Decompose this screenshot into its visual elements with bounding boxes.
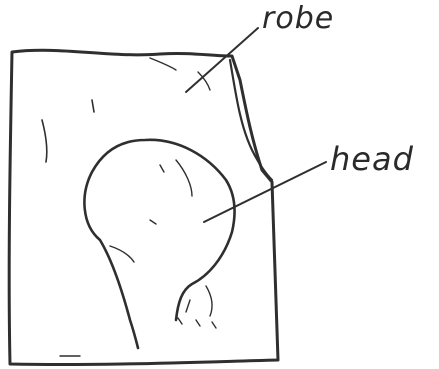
head-outline — [84, 140, 234, 348]
head-shading-stroke — [206, 286, 212, 316]
head-label: head — [330, 143, 414, 175]
head-shading-stroke — [150, 220, 156, 224]
head-shading-stroke — [176, 160, 192, 196]
robe-texture-stroke — [92, 100, 94, 112]
head-shading-stroke — [160, 165, 164, 172]
head-shading-stroke — [186, 300, 190, 312]
head-shading-stroke — [110, 246, 134, 262]
robe-fold-line — [230, 60, 272, 180]
robe-outline — [9, 50, 278, 364]
robe-label: robe — [262, 4, 334, 34]
robe-leader-line — [186, 28, 258, 92]
robe-texture-stroke — [42, 120, 47, 162]
robe-texture-stroke — [150, 58, 176, 70]
head-shading-stroke — [178, 318, 216, 328]
